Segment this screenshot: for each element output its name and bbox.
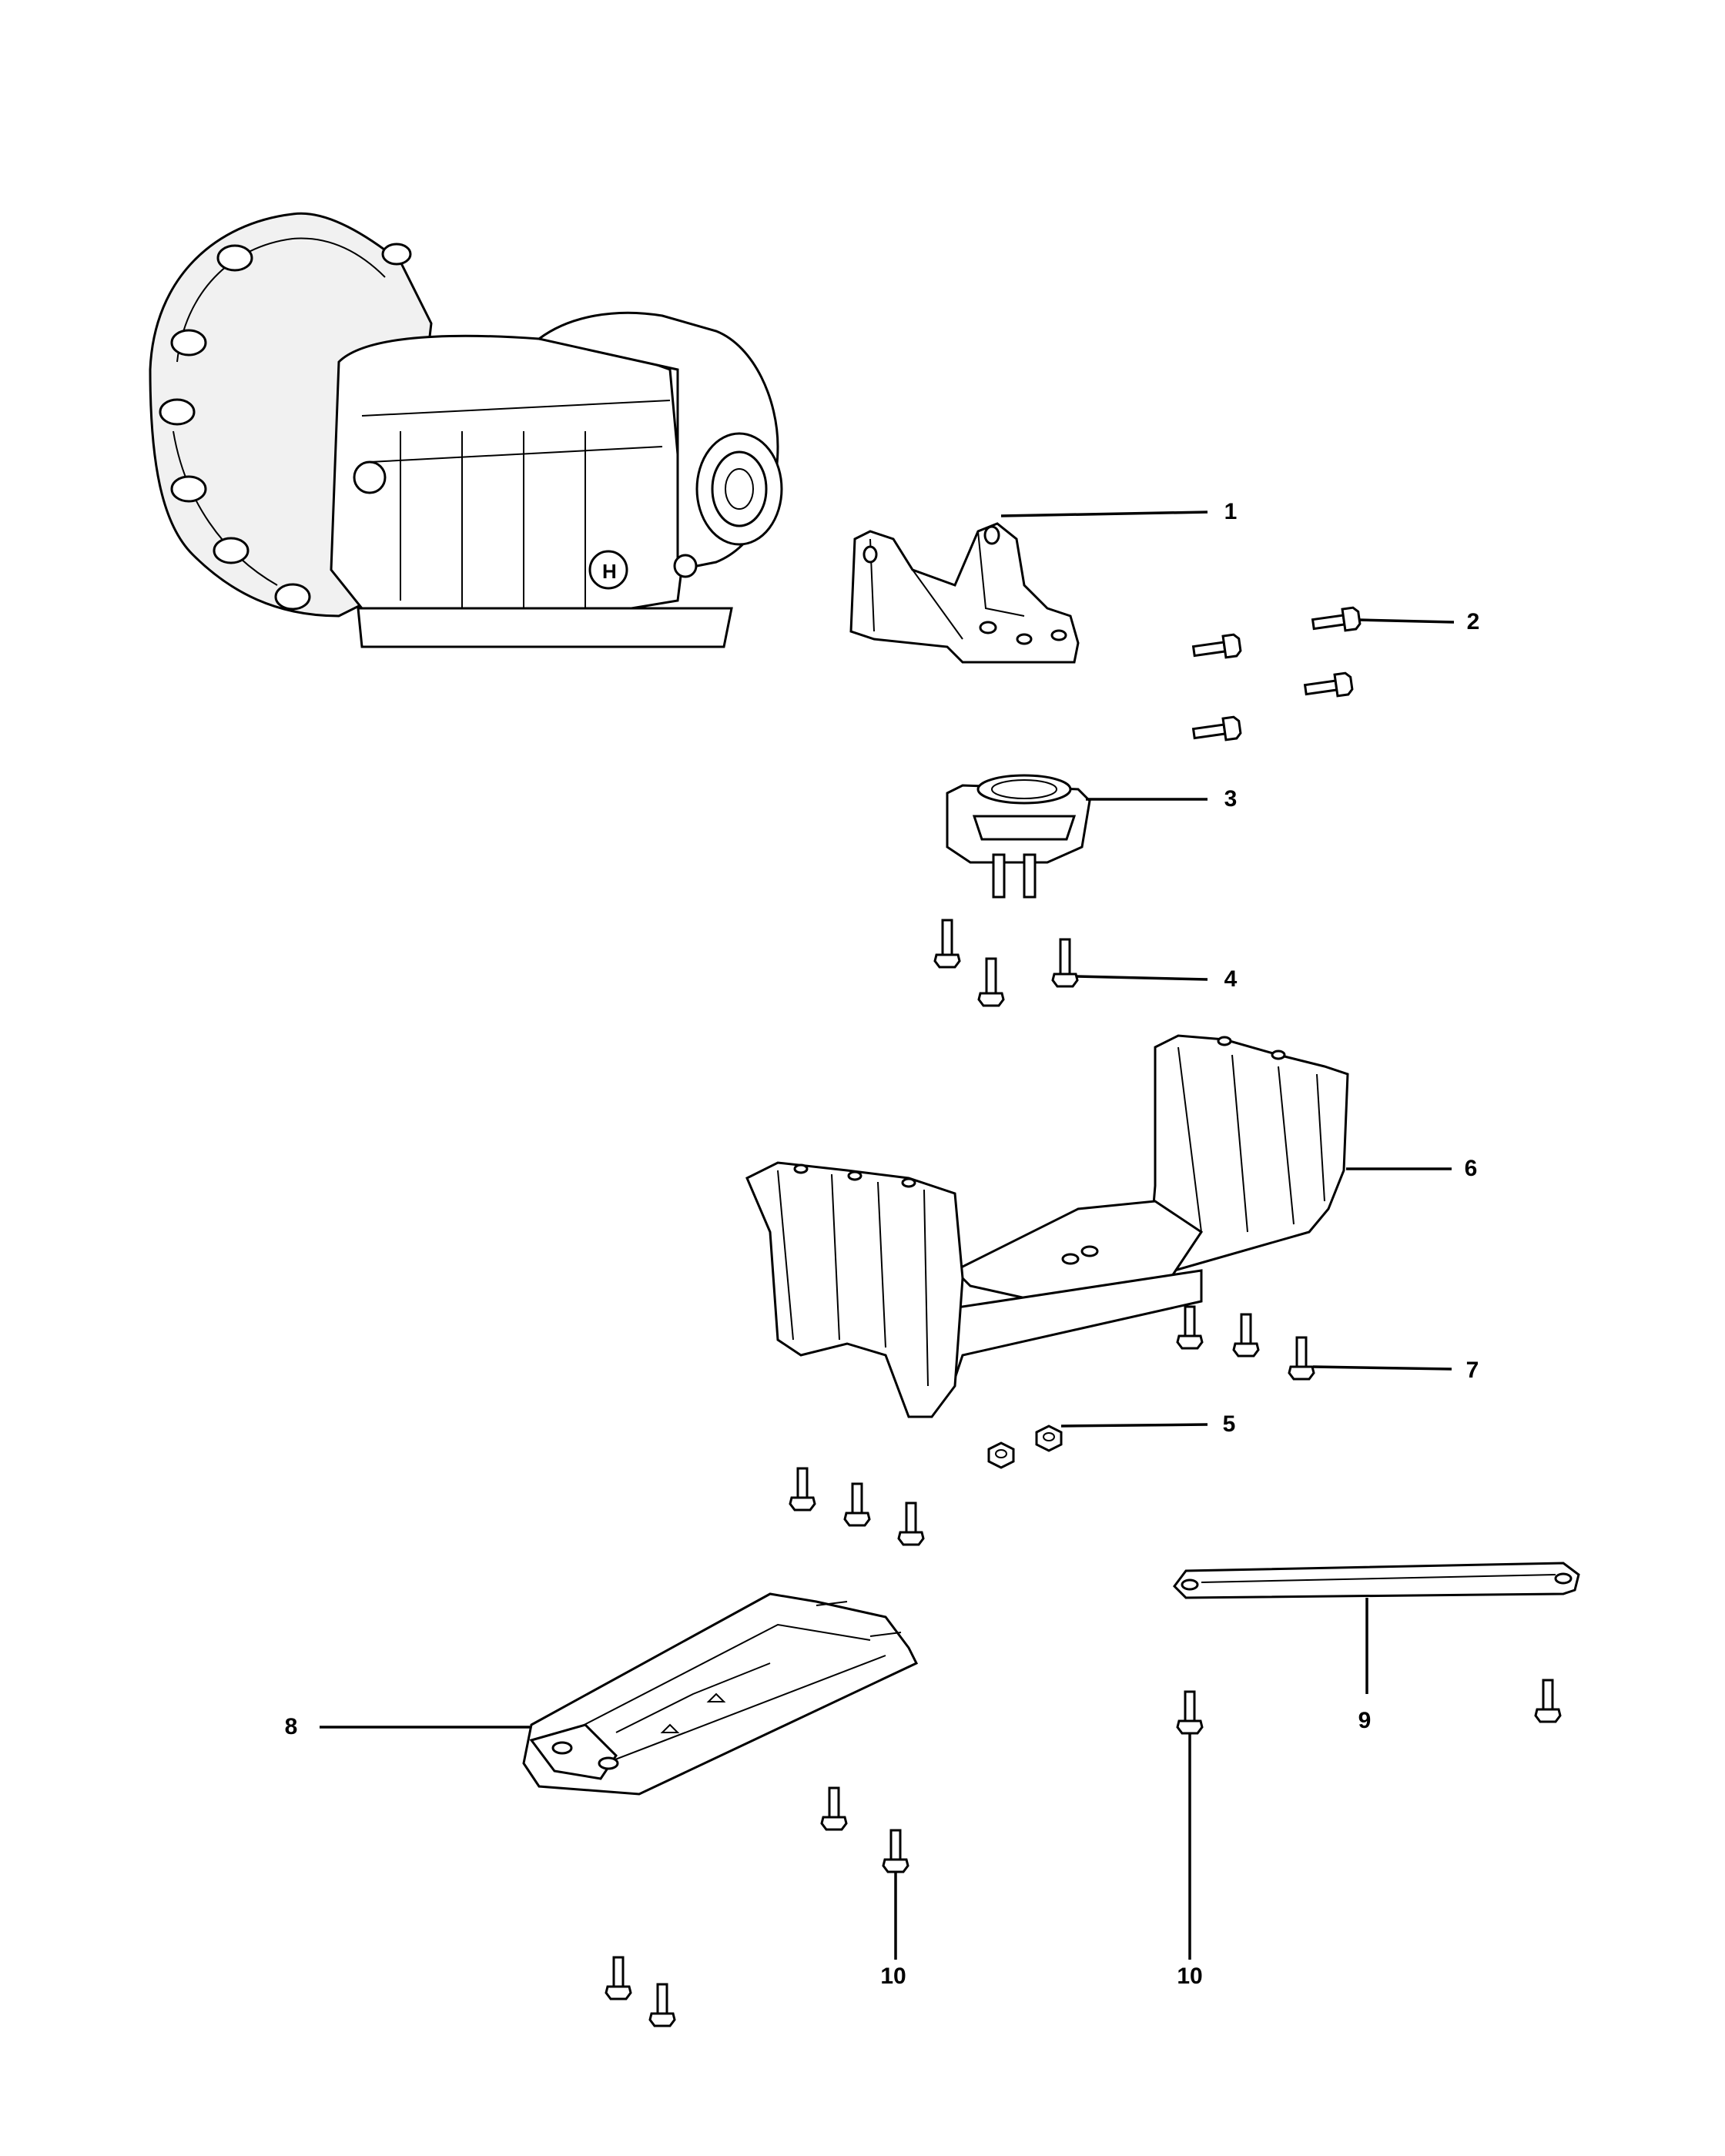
callout-5: 5 xyxy=(1222,1411,1236,1437)
bolts-part-4 xyxy=(933,919,1079,1007)
leader-1 xyxy=(1000,511,1208,517)
nuts-part-5 xyxy=(987,1424,1063,1469)
leader-lines xyxy=(320,511,1455,1960)
callout-9: 9 xyxy=(1358,1708,1372,1733)
callout-3: 3 xyxy=(1224,786,1238,812)
bolts-crossmember-left xyxy=(789,1467,925,1546)
bolts-part-2 xyxy=(1191,606,1362,742)
callout-1: 1 xyxy=(1224,499,1238,524)
bracket-part-1 xyxy=(849,522,1080,664)
callout-7: 7 xyxy=(1465,1358,1479,1383)
transmission-illustration: H xyxy=(149,212,783,648)
svg-text:H: H xyxy=(602,560,617,583)
leader-5 xyxy=(1060,1423,1208,1428)
bolts-part-10 xyxy=(605,1679,1562,2027)
crossmember-part-6 xyxy=(745,1034,1349,1418)
callout-2: 2 xyxy=(1466,609,1480,634)
leader-4 xyxy=(1076,975,1208,981)
callout-6: 6 xyxy=(1464,1156,1478,1181)
callout-10-left: 10 xyxy=(880,1964,906,1989)
callout-4: 4 xyxy=(1224,966,1238,992)
bar-part-9 xyxy=(1173,1562,1580,1599)
callout-10-right: 10 xyxy=(1177,1964,1203,1989)
skid-plate-part-8 xyxy=(522,1592,919,1796)
bolts-part-7 xyxy=(1176,1305,1315,1381)
mount-part-3 xyxy=(946,774,1091,899)
callout-8: 8 xyxy=(284,1714,298,1739)
leader-2 xyxy=(1358,618,1455,624)
leader-7 xyxy=(1312,1365,1452,1371)
